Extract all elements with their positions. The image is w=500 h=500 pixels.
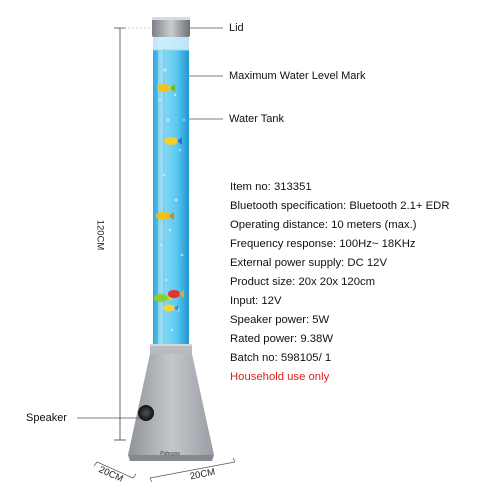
fish-icon [156, 212, 174, 220]
spec-item: External power supply: DC 12V [230, 257, 387, 269]
spec-item: Bluetooth specification: Bluetooth 2.1+ … [230, 200, 450, 212]
spec-item: Item no: 313351 [230, 181, 312, 193]
base [128, 354, 214, 461]
speaker-label: Speaker [26, 412, 67, 424]
spec-item: Batch no: 598105/ 1 [230, 352, 332, 364]
household-warning: Household use only [230, 371, 330, 383]
callout-lines [77, 27, 223, 419]
spec-item: Input: 12V [230, 295, 282, 307]
fish-icon [168, 290, 184, 298]
water-tank [153, 36, 189, 346]
width-dimensions [93, 457, 236, 483]
fish-decoration [154, 84, 184, 312]
spec-item: Operating distance: 10 meters (max.) [230, 219, 417, 231]
collar [150, 344, 192, 354]
spec-list: Item no: 313351 Bluetooth specification:… [230, 178, 449, 387]
fish-icon [164, 137, 182, 145]
height-dimension [114, 27, 152, 441]
height-dimension-label: 120CM [94, 219, 106, 251]
fish-icon [163, 304, 178, 312]
brand-logo: Puhoyos [160, 451, 180, 457]
spec-item: Rated power: 9.38W [230, 333, 333, 345]
lid-label: Lid [229, 22, 244, 34]
fish-icon [157, 84, 175, 92]
spec-item: Speaker power: 5W [230, 314, 330, 326]
max-water-level-label: Maximum Water Level Mark [229, 70, 366, 82]
spec-item: Product size: 20x 20x 120cm [230, 276, 376, 288]
lid [152, 17, 190, 37]
spec-item: Frequency response: 100Hz~ 18KHz [230, 238, 416, 250]
water-tank-label: Water Tank [229, 113, 285, 125]
